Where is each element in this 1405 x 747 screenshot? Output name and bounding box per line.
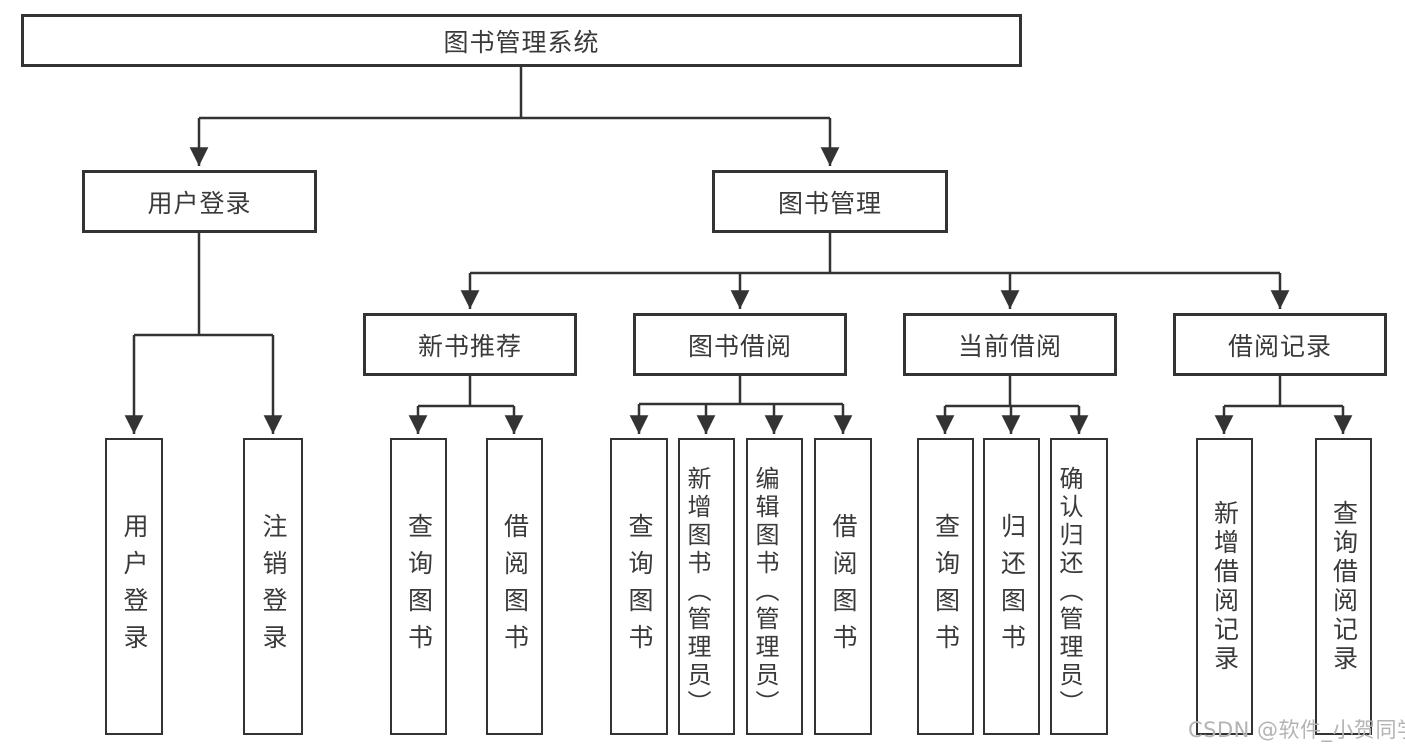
leaf-nb-query-book-label: 查询图书 (404, 512, 434, 661)
node-book-management: 图书管理 (712, 170, 948, 233)
leaf-nb-borrow-book: 借阅图书 (486, 438, 543, 735)
leaf-cb-query-book-label: 查询图书 (931, 512, 961, 661)
leaf-br-add-record-label: 新增借阅记录 (1210, 499, 1240, 674)
leaf-bb-edit-book-admin-label: 编辑图书（管理员） (751, 465, 779, 718)
leaf-cb-return-book-label: 归还图书 (997, 512, 1027, 661)
leaf-bb-add-book-admin-label: 新增图书（管理员） (683, 465, 711, 718)
leaf-logout: 注销登录 (243, 438, 303, 735)
node-new-book-recommend-label: 新书推荐 (417, 331, 522, 361)
leaf-bb-borrow-book: 借阅图书 (814, 438, 872, 735)
leaf-user-login: 用户登录 (105, 438, 163, 735)
leaf-nb-borrow-book-label: 借阅图书 (500, 512, 530, 661)
leaf-bb-query-book: 查询图书 (610, 438, 668, 735)
leaf-bb-edit-book-admin: 编辑图书（管理员） (746, 438, 803, 735)
node-user-login: 用户登录 (82, 170, 317, 233)
node-user-login-label: 用户登录 (147, 188, 252, 218)
node-root: 图书管理系统 (21, 14, 1022, 67)
node-current-borrow-label: 当前借阅 (957, 331, 1062, 361)
leaf-cb-confirm-return-admin: 确认归还（管理员） (1050, 438, 1108, 735)
leaf-cb-query-book: 查询图书 (917, 438, 974, 735)
csdn-watermark: CSDN @软件_小贺同学 (1188, 718, 1405, 742)
leaf-br-query-record-label: 查询借阅记录 (1329, 499, 1359, 674)
leaf-bb-add-book-admin: 新增图书（管理员） (678, 438, 735, 735)
node-current-borrow: 当前借阅 (903, 313, 1117, 376)
leaf-br-add-record: 新增借阅记录 (1196, 438, 1253, 735)
leaf-nb-query-book: 查询图书 (390, 438, 447, 735)
leaf-cb-confirm-return-admin-label: 确认归还（管理员） (1055, 465, 1083, 718)
node-borrow-record: 借阅记录 (1173, 313, 1387, 376)
node-book-borrow: 图书借阅 (633, 313, 847, 376)
node-new-book-recommend: 新书推荐 (363, 313, 577, 376)
node-borrow-record-label: 借阅记录 (1227, 331, 1332, 361)
leaf-cb-return-book: 归还图书 (983, 438, 1040, 735)
leaf-bb-query-book-label: 查询图书 (625, 512, 654, 661)
leaf-br-query-record: 查询借阅记录 (1315, 438, 1372, 735)
leaf-bb-borrow-book-label: 借阅图书 (829, 512, 858, 661)
node-book-management-label: 图书管理 (777, 188, 882, 218)
leaf-user-login-label: 用户登录 (120, 512, 149, 661)
node-root-label: 图书管理系统 (443, 27, 600, 57)
leaf-logout-label: 注销登录 (259, 512, 288, 661)
node-book-borrow-label: 图书借阅 (687, 331, 792, 361)
